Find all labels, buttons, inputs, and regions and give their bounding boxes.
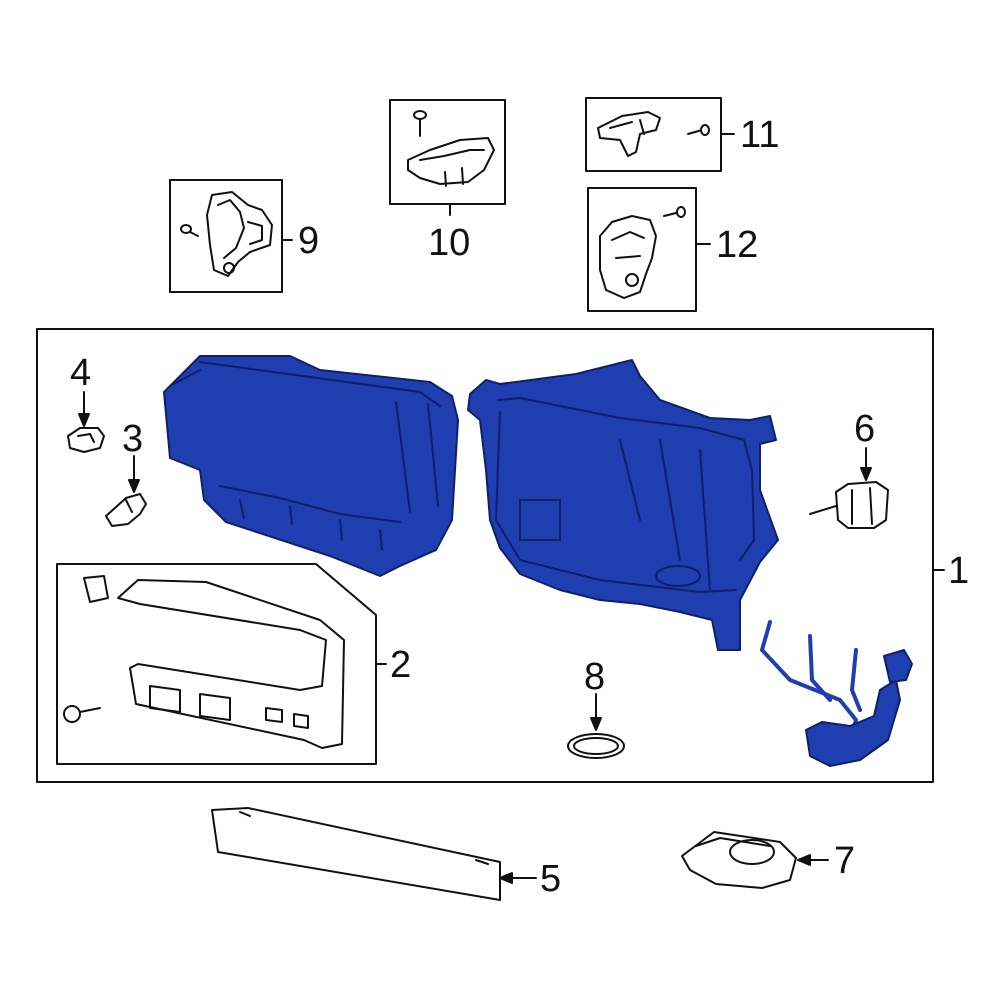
callout-label-3: 3 <box>122 418 144 460</box>
part-9-bracket <box>206 191 273 277</box>
callout-label-2: 2 <box>390 644 412 686</box>
headlamp-rear-housing <box>467 359 779 651</box>
part-11-bracket <box>597 111 661 157</box>
callout-label-6: 6 <box>854 408 876 450</box>
part-5-trim-strip <box>211 807 501 901</box>
part-6-socket <box>809 481 889 529</box>
callout-3-arrow <box>128 479 140 493</box>
part-2-small-clip <box>83 575 109 603</box>
callout-7-arrow <box>797 854 811 866</box>
part-4-clip <box>67 427 105 453</box>
part-12-bracket <box>599 215 657 299</box>
part-7-control-module <box>681 831 797 889</box>
part-8-seal-ring-inner <box>573 737 619 755</box>
callout-8-arrow <box>590 717 602 731</box>
inset-box-9 <box>169 179 283 293</box>
part-10-bracket <box>407 137 495 187</box>
part-12-screw <box>663 206 686 218</box>
part-3-clip <box>105 493 147 527</box>
callout-5-arrow <box>499 872 513 884</box>
assembly-box-1 <box>36 328 934 783</box>
callout-label-10: 10 <box>428 222 471 264</box>
inset-box-10 <box>389 99 506 205</box>
inset-box-12 <box>587 187 697 312</box>
callout-label-4: 4 <box>70 352 92 394</box>
callout-label-5: 5 <box>540 858 562 900</box>
callout-label-8: 8 <box>584 656 606 698</box>
callout-label-7: 7 <box>834 840 856 882</box>
callout-label-1: 1 <box>948 550 970 592</box>
callout-6-arrow <box>860 467 872 481</box>
wiring-harness <box>760 620 913 767</box>
part-2-screw <box>63 705 101 723</box>
subassembly-box-2 <box>56 563 377 765</box>
callout-4-arrow <box>78 413 90 427</box>
part-11-screw <box>687 124 710 136</box>
part-10-screw <box>413 110 427 137</box>
inset-box-11 <box>585 97 722 172</box>
callout-label-9: 9 <box>298 220 320 262</box>
part-9-screw <box>180 224 199 237</box>
callout-label-11: 11 <box>740 114 780 156</box>
callout-label-12: 12 <box>716 224 759 266</box>
part-2-trim-bezel <box>117 579 345 749</box>
headlamp-lens-housing <box>163 355 459 577</box>
